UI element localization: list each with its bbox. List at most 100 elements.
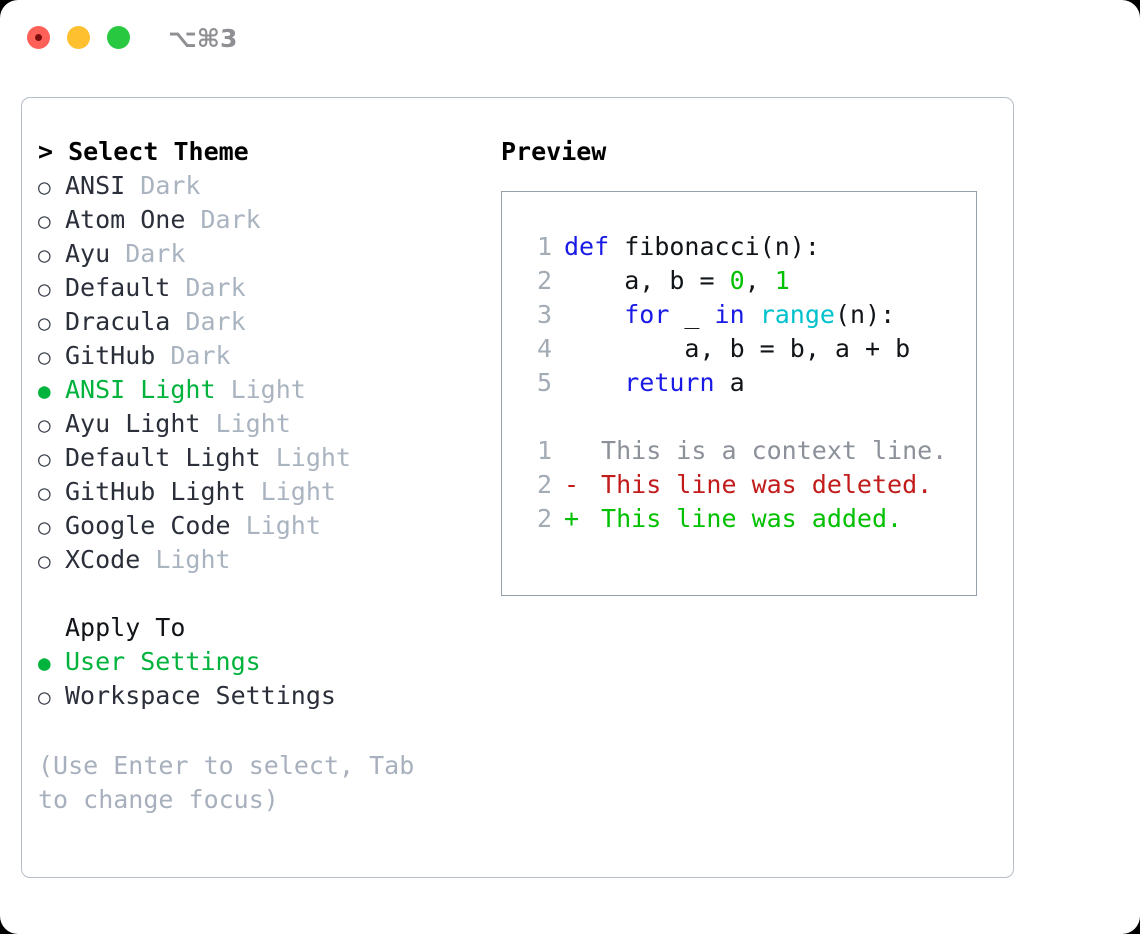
minimize-button[interactable]	[67, 26, 90, 49]
theme-option-variant-badge: Light	[245, 477, 336, 506]
main-panel: > Select Theme ○ANSI Dark○Atom One Dark○…	[21, 97, 1014, 878]
code-token-num: 0	[729, 266, 745, 295]
keyboard-hint-text: (Use Enter to select, Tab to change focu…	[38, 751, 415, 814]
apply-option-workspace-settings[interactable]: ○Workspace Settings	[38, 679, 478, 713]
theme-option-xcode[interactable]: ○XCode Light	[38, 543, 478, 577]
theme-option-label: Dracula	[65, 307, 171, 336]
code-token-plain	[745, 300, 760, 329]
code-token-plain	[564, 368, 624, 397]
theme-option-ansi-light[interactable]: ● ANSI Light Light	[38, 373, 478, 407]
diff-marker: +	[564, 504, 580, 533]
apply-to-list: ● User Settings ○Workspace Settings	[38, 645, 478, 713]
maximize-button[interactable]	[107, 26, 130, 49]
theme-option-github[interactable]: ○GitHub Dark	[38, 339, 478, 373]
code-line: 4 a, b = b, a + b	[502, 332, 976, 366]
code-line-number: 4	[536, 334, 552, 363]
radio-selected-icon: ●	[38, 651, 51, 675]
code-token-kw: in	[714, 300, 745, 329]
theme-option-label: Atom One	[65, 205, 186, 234]
code-line: 2 a, b = 0, 1	[502, 264, 976, 298]
code-line-text: def fibonacci(n):	[564, 230, 820, 264]
list-spacer	[38, 577, 478, 611]
theme-option-variant-badge: Light	[215, 375, 306, 404]
radio-unselected-icon: ○	[38, 481, 51, 505]
code-line-text: for _ in range(n):	[564, 298, 895, 332]
theme-option-variant-badge: Dark	[155, 341, 231, 370]
code-line: 3 for _ in range(n):	[502, 298, 976, 332]
code-token-plain: a, b = b, a + b	[564, 334, 911, 363]
theme-option-default-light[interactable]: ○ Default Light Light	[38, 441, 478, 475]
diff-line-add: 2 + This line was added.	[502, 502, 976, 536]
theme-option-label: Default	[65, 273, 171, 302]
code-token-plain: _	[669, 300, 715, 329]
keyboard-shortcut-label: ⌥⌘3	[168, 24, 238, 53]
radio-selected-icon: ●	[38, 379, 51, 403]
apply-option-user-settings[interactable]: ● User Settings	[38, 645, 478, 679]
code-line-number: 5	[536, 368, 552, 397]
code-token-plain	[564, 300, 624, 329]
code-token-fn: range	[759, 300, 835, 329]
theme-option-default[interactable]: ○Default Dark	[38, 271, 478, 305]
code-line-text: return a	[564, 366, 745, 400]
theme-option-variant-badge: Dark	[170, 273, 246, 302]
theme-option-label: GitHub	[65, 341, 156, 370]
theme-option-ayu[interactable]: ○ Ayu Dark	[38, 237, 478, 271]
radio-unselected-icon: ○	[38, 515, 51, 539]
theme-option-ansi[interactable]: ○ANSI Dark	[38, 169, 478, 203]
radio-unselected-icon: ○	[38, 447, 51, 471]
radio-unselected-icon: ○	[38, 549, 51, 573]
theme-option-variant-badge: Dark	[170, 307, 246, 336]
code-token-kw: for	[624, 300, 670, 329]
theme-option-label: Ayu	[65, 239, 111, 268]
apply-to-heading: Apply To	[65, 613, 186, 642]
diff-marker: -	[564, 470, 580, 499]
diff-line-ctx: 1 This is a context line.	[502, 434, 976, 468]
theme-option-variant-badge: Light	[230, 511, 321, 540]
theme-option-github-light[interactable]: ○ GitHub Light Light	[38, 475, 478, 509]
radio-unselected-icon: ○	[38, 209, 51, 233]
diff-line-number: 1	[536, 436, 552, 465]
theme-option-variant-badge: Light	[140, 545, 231, 574]
code-line-number: 3	[536, 300, 552, 329]
code-token-num: 1	[774, 266, 790, 295]
theme-option-variant-badge: Dark	[110, 239, 186, 268]
code-token-plain: fibonacci(n):	[624, 232, 820, 261]
theme-option-variant-badge: Dark	[125, 171, 201, 200]
code-line: 1 def fibonacci(n):	[502, 230, 976, 264]
diff-line-text: This line was added.	[586, 504, 903, 533]
theme-option-variant-badge: Light	[260, 443, 351, 472]
code-line-number: 1	[536, 232, 552, 261]
theme-option-ayu-light[interactable]: ○Ayu Light Light	[38, 407, 478, 441]
preview-spacer	[502, 400, 976, 434]
diff-line-number: 2	[536, 504, 552, 533]
diff-line-del: 2- This line was deleted.	[502, 468, 976, 502]
diff-line-number: 2	[536, 470, 552, 499]
theme-selector-column: > Select Theme ○ANSI Dark○Atom One Dark○…	[38, 135, 478, 817]
diff-preview: 1 This is a context line.2- This line wa…	[502, 434, 976, 536]
code-line-text: a, b = b, a + b	[564, 332, 910, 366]
code-line-number: 2	[536, 266, 552, 295]
radio-unselected-icon: ○	[38, 413, 51, 437]
code-token-plain: a, b =	[564, 266, 730, 295]
theme-option-atom-one[interactable]: ○Atom One Dark	[38, 203, 478, 237]
code-token-plain: ,	[744, 266, 775, 295]
theme-option-label: ANSI Light	[65, 375, 216, 404]
close-button[interactable]	[27, 26, 50, 49]
window-controls	[27, 26, 130, 49]
code-token-kw: def	[564, 232, 625, 261]
theme-option-label: Default Light	[65, 443, 261, 472]
theme-option-dracula[interactable]: ○ Dracula Dark	[38, 305, 478, 339]
code-token-kw: return	[624, 368, 715, 397]
theme-option-label: GitHub Light	[65, 477, 246, 506]
code-token-plain: a	[714, 368, 745, 397]
theme-list: ○ANSI Dark○Atom One Dark○Ayu Dark○Defaul…	[38, 169, 478, 577]
radio-unselected-icon: ○	[38, 311, 51, 335]
diff-marker	[564, 434, 586, 468]
apply-option-label: User Settings	[65, 647, 261, 676]
radio-unselected-icon: ○	[38, 175, 51, 199]
radio-unselected-icon: ○	[38, 243, 51, 267]
theme-option-google-code[interactable]: ○Google Code Light	[38, 509, 478, 543]
